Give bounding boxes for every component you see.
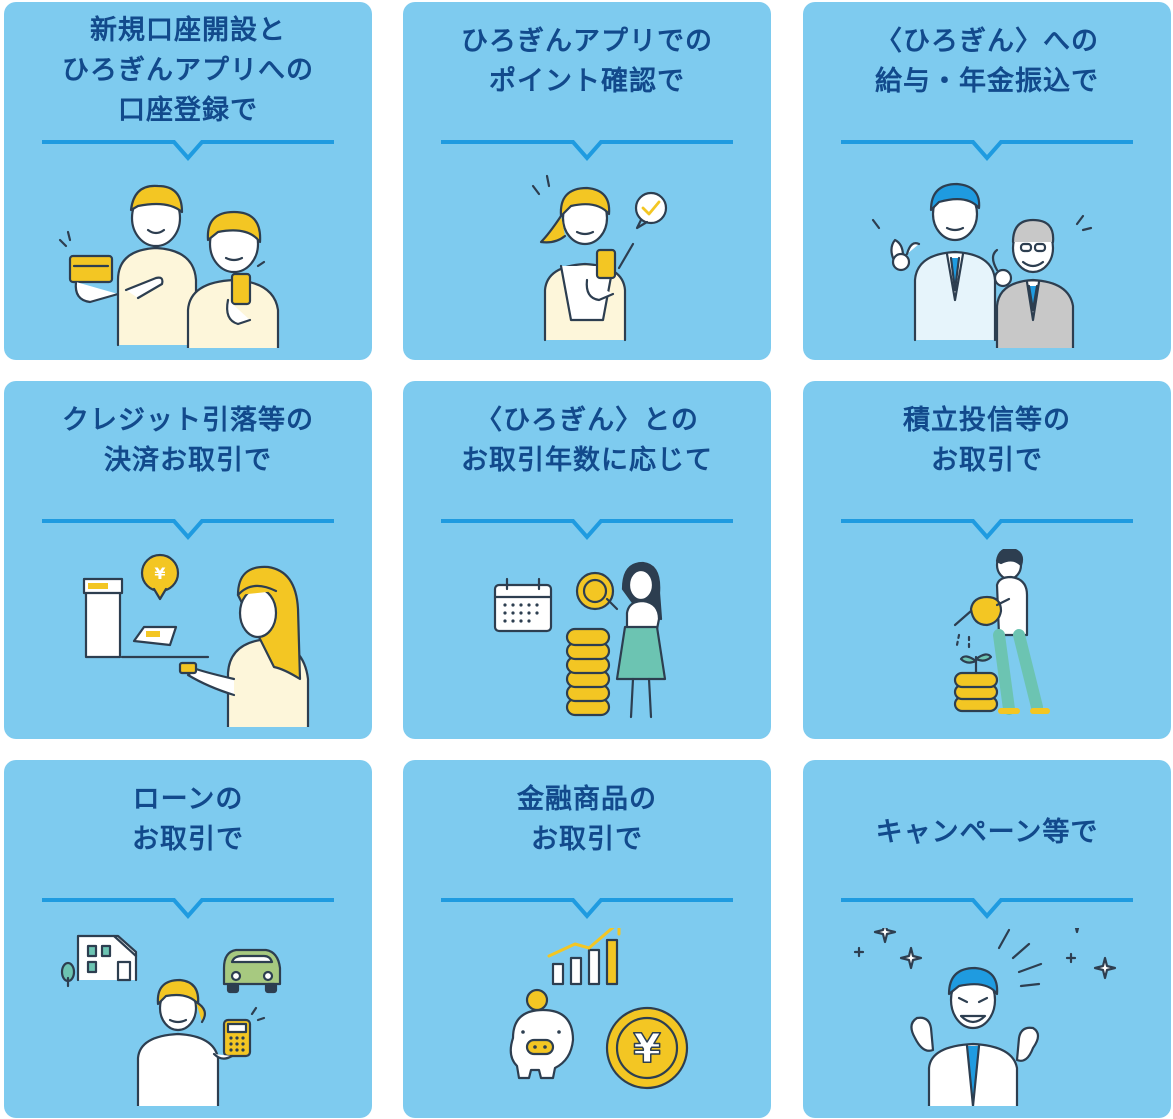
calendar-coins-woman-illustration	[493, 561, 667, 719]
speech-divider	[441, 140, 733, 162]
card-title-line: ローンの	[132, 784, 244, 815]
businessman-and-senior-ok-sign-illustration	[871, 182, 1093, 348]
card-title: ひろぎんアプリでの ポイント確認で	[403, 2, 771, 122]
card-title-line: ひろぎんアプリでの	[461, 26, 713, 57]
card-title-line: 〈ひろぎん〉への	[875, 26, 1099, 57]
card-credit-settlement: クレジット引落等の 決済お取引で ¥	[4, 381, 372, 739]
card-title: 〈ひろぎん〉への 給与・年金振込で	[803, 2, 1171, 122]
card-title: 〈ひろぎん〉との お取引年数に応じて	[403, 381, 771, 501]
couple-with-card-and-phone-illustration	[58, 184, 280, 348]
speech-divider	[42, 140, 334, 162]
card-title-line: キャンペーン等で	[875, 816, 1099, 848]
card-financial-products: 金融商品の お取引で ¥	[403, 760, 771, 1118]
growth-chart-piggy-bank-yen-coin-illustration: ¥	[509, 928, 689, 1090]
card-title-line: ひろぎんアプリへの	[62, 55, 314, 86]
card-investment-trust: 積立投信等の お取引で	[803, 381, 1171, 739]
card-title: 新規口座開設と ひろぎんアプリへの 口座登録で	[4, 2, 372, 140]
card-salary-pension: 〈ひろぎん〉への 給与・年金振込で	[803, 2, 1171, 360]
card-title: 積立投信等の お取引で	[803, 381, 1171, 501]
card-title: 金融商品の お取引で	[403, 760, 771, 880]
card-title-line: 積立投信等の	[903, 405, 1071, 436]
card-title-line: 給与・年金振込で	[875, 66, 1099, 97]
card-title-line: お取引で	[132, 824, 244, 855]
card-title-line: 〈ひろぎん〉との	[475, 405, 699, 436]
card-title-line: ポイント確認で	[489, 66, 685, 97]
card-title: キャンペーン等で	[803, 760, 1171, 905]
card-title-line: 口座登録で	[118, 95, 258, 126]
speech-divider	[42, 519, 334, 541]
card-account-registration: 新規口座開設と ひろぎんアプリへの 口座登録で	[4, 2, 372, 360]
speech-divider	[841, 519, 1133, 541]
card-title-line: 金融商品の	[517, 784, 657, 815]
speech-divider	[841, 140, 1133, 162]
card-loan: ローンの お取引で	[4, 760, 372, 1118]
speech-divider	[841, 898, 1133, 920]
card-campaign: キャンペーン等で	[803, 760, 1171, 1118]
card-transaction-years: 〈ひろぎん〉との お取引年数に応じて	[403, 381, 771, 739]
card-payment-at-register-illustration: ¥	[82, 553, 310, 727]
card-title-line: お取引で	[531, 824, 643, 855]
card-app-point-check: ひろぎんアプリでの ポイント確認で	[403, 2, 771, 360]
card-title-line: クレジット引落等の	[62, 405, 314, 436]
woman-using-phone-illustration	[531, 174, 668, 342]
card-title-line: 新規口座開設と	[90, 15, 286, 46]
card-title: クレジット引落等の 決済お取引で	[4, 381, 372, 501]
excited-businessman-illustration	[853, 928, 1117, 1106]
yen-symbol: ¥	[633, 1026, 661, 1072]
card-title-line: 決済お取引で	[104, 445, 272, 476]
yen-symbol: ¥	[154, 564, 165, 583]
card-title-line: お取引で	[931, 445, 1043, 476]
speech-divider	[441, 519, 733, 541]
card-title: ローンの お取引で	[4, 760, 372, 880]
speech-divider	[441, 898, 733, 920]
man-watering-coin-sprout-illustration	[953, 549, 1050, 715]
card-title-line: お取引年数に応じて	[461, 445, 713, 476]
house-car-calculator-illustration	[60, 934, 282, 1106]
speech-divider	[42, 898, 334, 920]
